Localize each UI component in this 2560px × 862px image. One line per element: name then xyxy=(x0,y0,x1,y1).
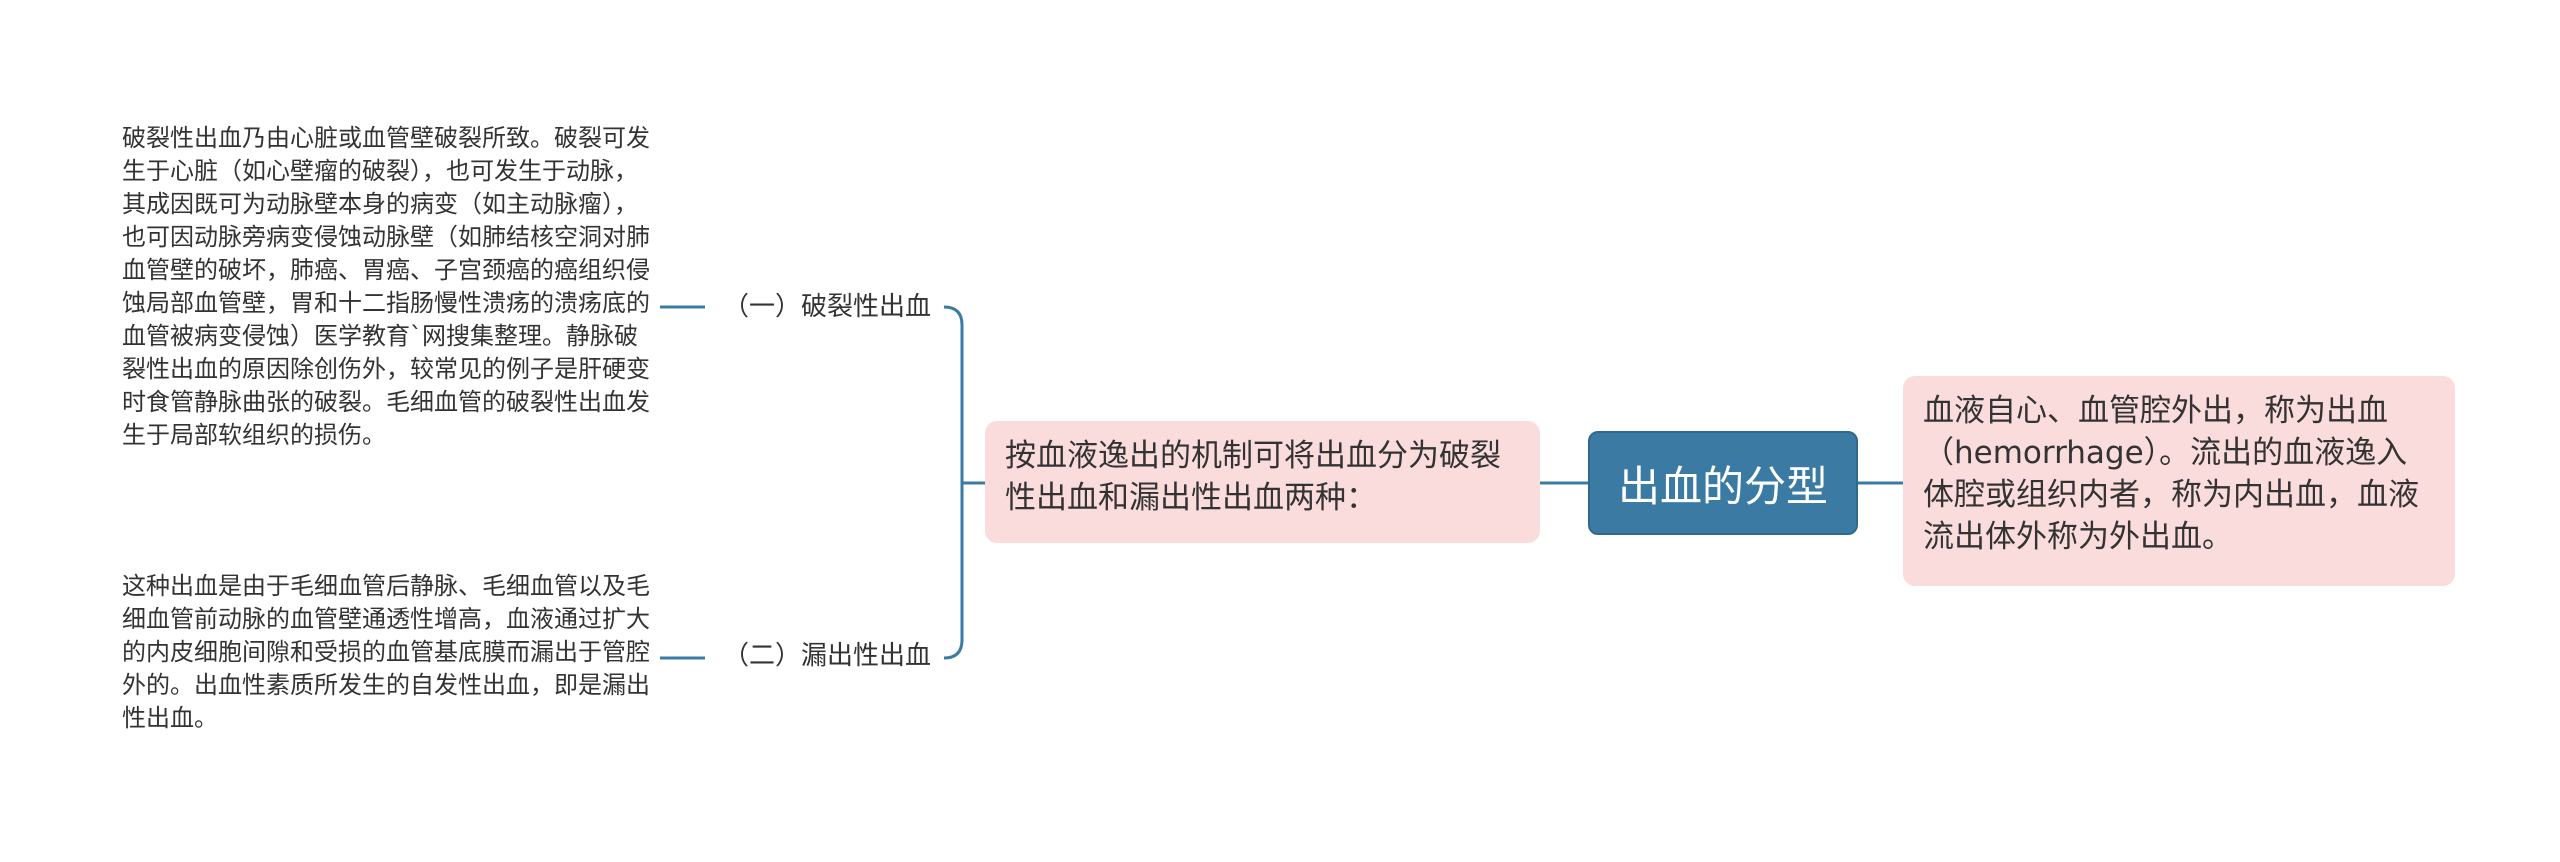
branch-label: （一）破裂性出血 xyxy=(723,292,932,322)
leaf-text: 破裂性出血乃由心脏或血管壁破裂所致。破裂可发生于心脏（如心壁瘤的破裂），也可发生… xyxy=(122,124,650,449)
mechanism-node[interactable]: 按血液逸出的机制可将出血分为破裂性出血和漏出性出血两种： xyxy=(985,421,1540,543)
definition-text: 血液自心、血管腔外出，称为出血（hemorrhage）。流出的血液逸入体腔或组织… xyxy=(1923,393,2419,555)
branch-rupture-hemorrhage[interactable]: （一）破裂性出血 xyxy=(723,292,931,322)
branch-diapedesis-hemorrhage[interactable]: （二）漏出性出血 xyxy=(723,641,931,671)
mechanism-text: 按血液逸出的机制可将出血分为破裂性出血和漏出性出血两种： xyxy=(1005,438,1501,516)
root-label: 出血的分型 xyxy=(1617,461,1828,511)
root-node[interactable]: 出血的分型 xyxy=(1588,431,1858,535)
leaf-text: 这种出血是由于毛细血管后静脉、毛细血管以及毛细血管前动脉的血管壁通透性增高，血液… xyxy=(122,572,650,732)
definition-node[interactable]: 血液自心、血管腔外出，称为出血（hemorrhage）。流出的血液逸入体腔或组织… xyxy=(1903,376,2455,586)
leaf-diapedesis-detail[interactable]: 这种出血是由于毛细血管后静脉、毛细血管以及毛细血管前动脉的血管壁通透性增高，血液… xyxy=(122,570,650,735)
connector-bracket xyxy=(943,305,964,660)
branch-label: （二）漏出性出血 xyxy=(723,641,932,671)
leaf-rupture-detail[interactable]: 破裂性出血乃由心脏或血管壁破裂所致。破裂可发生于心脏（如心壁瘤的破裂），也可发生… xyxy=(122,122,650,452)
